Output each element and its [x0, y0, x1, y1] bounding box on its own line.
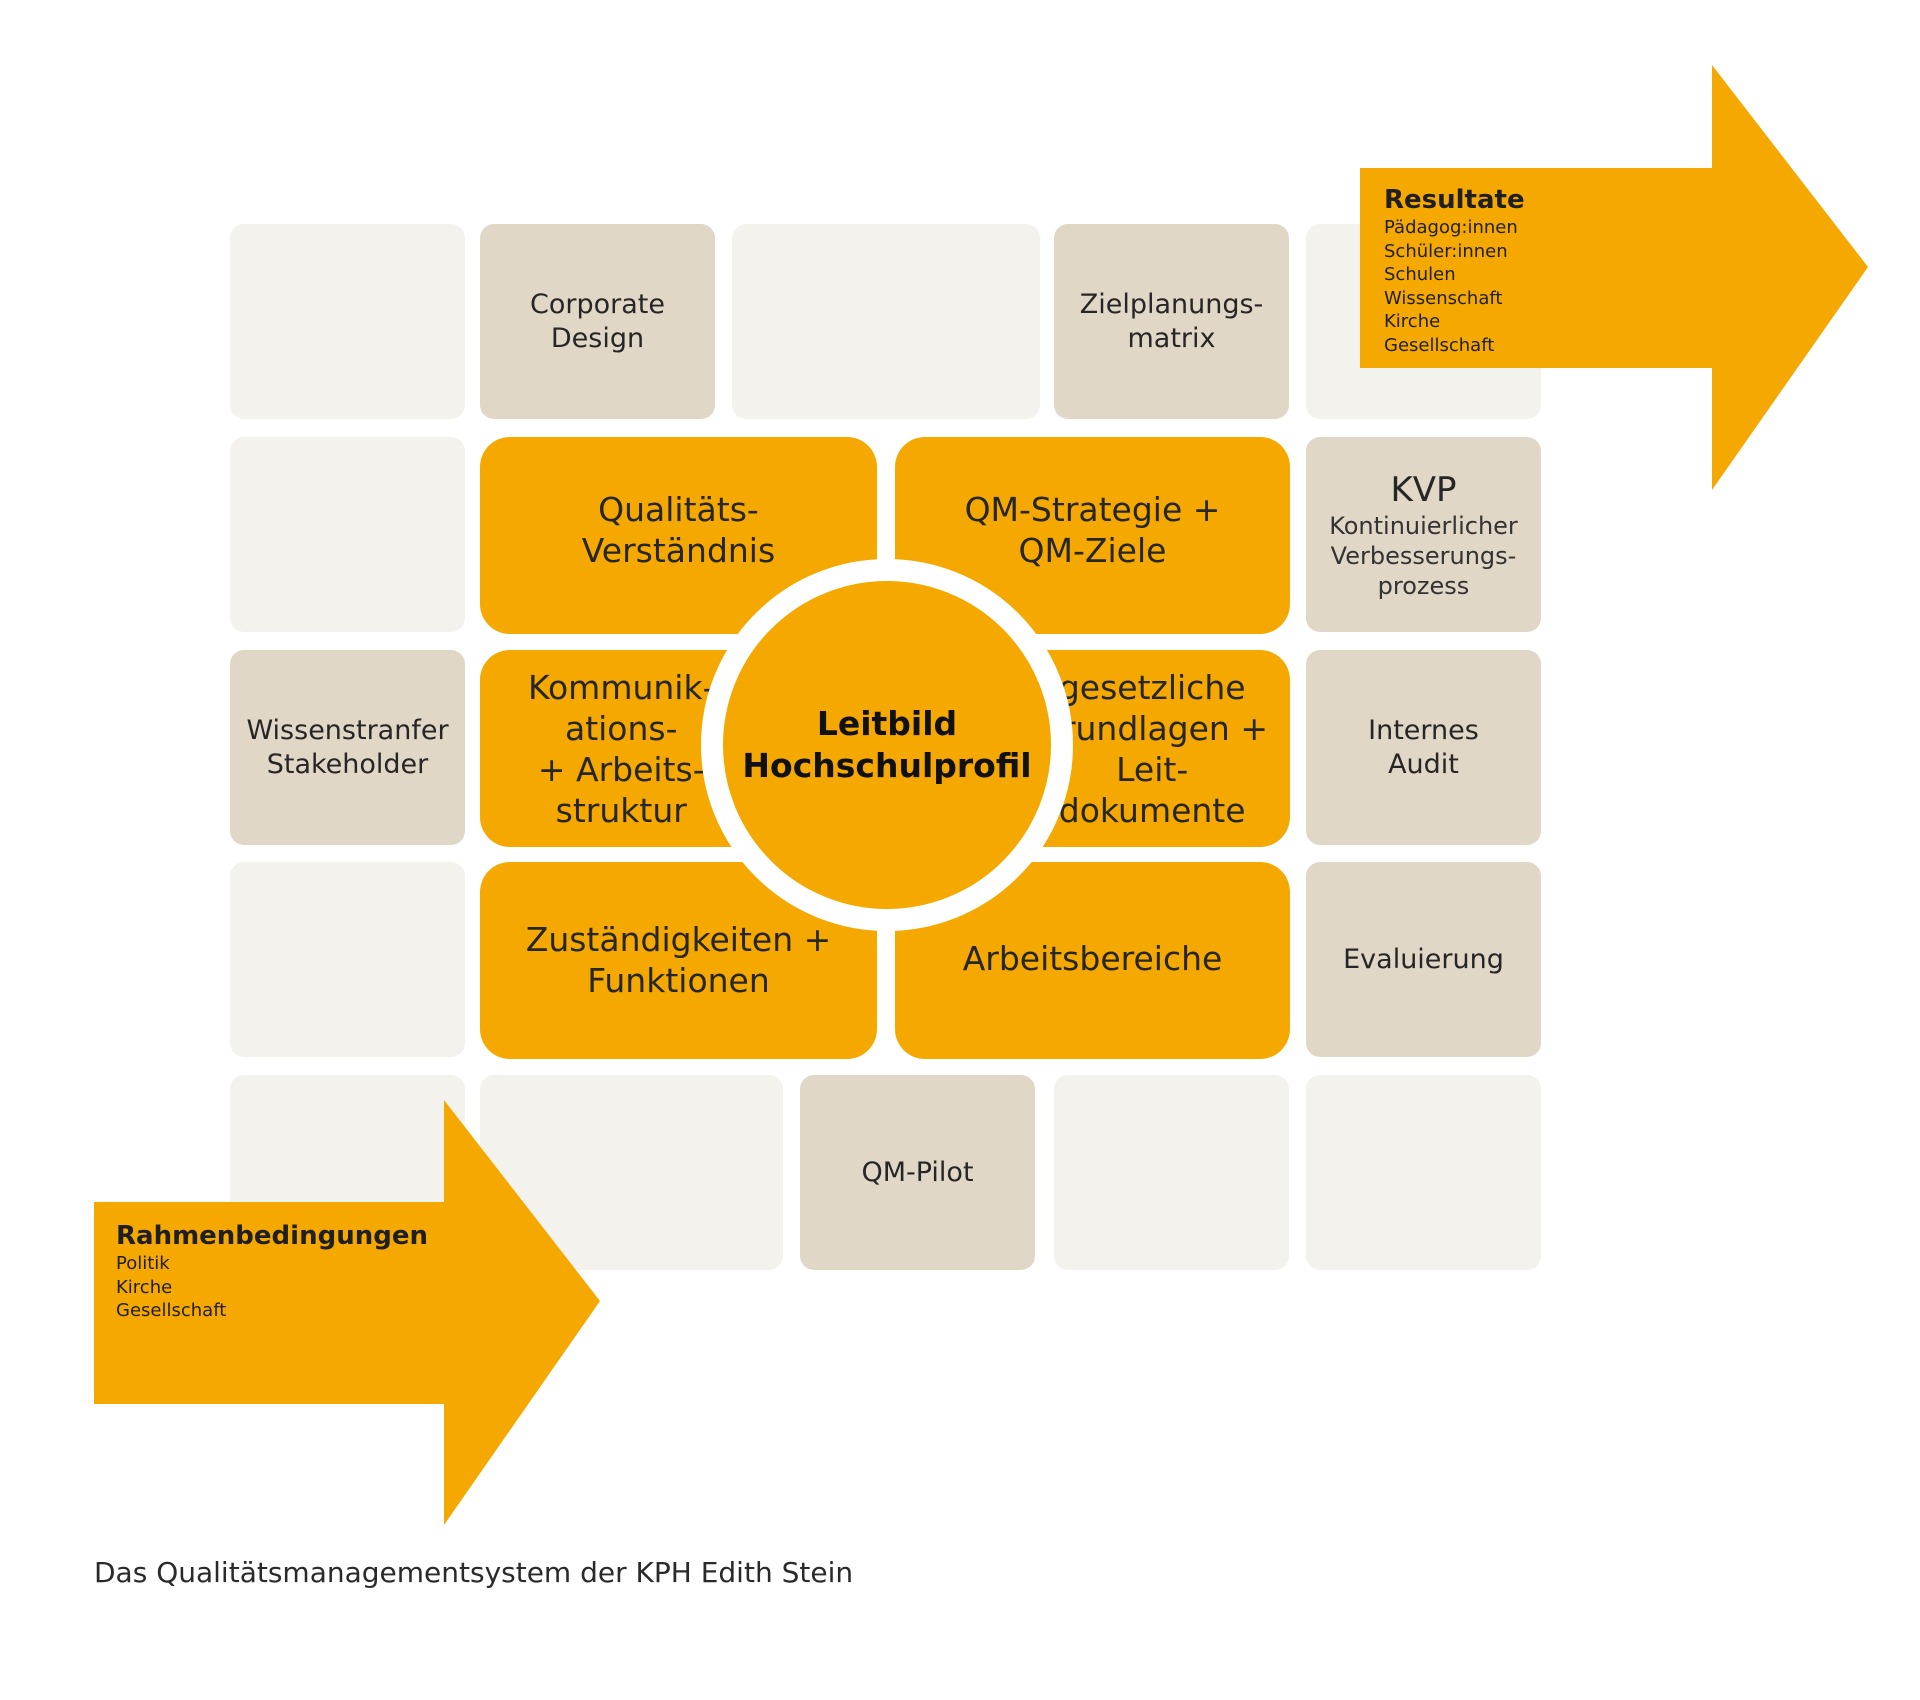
grid-tile-r2c1	[230, 437, 465, 632]
rahmenbedingungen-item: Kirche	[116, 1276, 173, 1298]
tile-wissenstranfer-label: Wissenstranfer Stakeholder	[246, 714, 449, 780]
core-gesetzliche-grundlagen-label: gesetzliche Grundlagen + Leit- dokumente	[1036, 667, 1268, 830]
tile-wissenstranfer: Wissenstranfer Stakeholder	[230, 650, 465, 845]
tile-evaluierung: Evaluierung	[1306, 862, 1541, 1057]
resultate-title: Resultate	[1384, 185, 1525, 215]
tile-qm-pilot: QM-Pilot	[800, 1075, 1035, 1270]
tile-kvp-subtitle: Kontinuierlicher Verbesserungs- prozess	[1329, 511, 1518, 600]
tile-zielplanungsmatrix-label: Zielplanungs- matrix	[1079, 288, 1264, 354]
rahmenbedingungen-title: Rahmenbedingungen	[116, 1221, 428, 1251]
rahmenbedingungen-arrow-icon	[94, 1100, 600, 1525]
tile-corporate-design-label: Corporate Design	[530, 288, 665, 354]
tile-kvp-content: KVP Kontinuierlicher Verbesserungs- proz…	[1329, 469, 1518, 601]
core-zustaendigkeiten-label: Zuständigkeiten + Funktionen	[525, 920, 832, 1000]
tile-qm-pilot-label: QM-Pilot	[861, 1156, 974, 1188]
grid-tile-r4c1	[230, 862, 465, 1057]
grid-tile-r1c3	[732, 224, 1040, 419]
figure-caption: Das Qualitätsmanagementsystem der KPH Ed…	[94, 1556, 854, 1589]
core-leitbild-circle: Leitbild Hochschulprofil	[701, 559, 1073, 931]
resultate-item: Kirche	[1384, 311, 1441, 332]
tile-corporate-design: Corporate Design	[480, 224, 715, 419]
core-qm-strategie-label: QM-Strategie + QM-Ziele	[964, 490, 1221, 570]
tile-internes-audit: Internes Audit	[1306, 650, 1541, 845]
resultate-arrow-text: Resultate Pädagog:innen Schüler:innen Sc…	[1384, 184, 1525, 357]
core-qualitaetsverstaendnis-label: Qualitäts- Verständnis	[581, 490, 776, 570]
resultate-item: Pädagog:innen	[1384, 217, 1518, 238]
tile-zielplanungsmatrix: Zielplanungs- matrix	[1054, 224, 1289, 419]
core-arbeitsbereiche-label: Arbeitsbereiche	[962, 939, 1223, 978]
tile-kvp: KVP Kontinuierlicher Verbesserungs- proz…	[1306, 437, 1541, 632]
grid-tile-r1c1	[230, 224, 465, 419]
tile-internes-audit-label: Internes Audit	[1368, 714, 1479, 780]
tile-evaluierung-label: Evaluierung	[1343, 943, 1504, 975]
resultate-item: Gesellschaft	[1384, 334, 1495, 356]
rahmenbedingungen-item: Gesellschaft	[116, 1300, 227, 1321]
resultate-item: Schulen	[1384, 264, 1456, 285]
resultate-item: Schüler:innen	[1384, 240, 1508, 262]
resultate-item: Wissenschaft	[1384, 287, 1503, 309]
core-kommunikation-label: Kommunik- ations- + Arbeits- struktur	[528, 667, 715, 830]
rahmenbedingungen-arrow-text: Rahmenbedingungen Politik Kirche Gesells…	[116, 1220, 428, 1323]
core-leitbild-label: Leitbild Hochschulprofil	[742, 704, 1032, 785]
grid-tile-r5c4	[1054, 1075, 1289, 1270]
resultate-arrow-icon	[1360, 65, 1868, 490]
rahmenbedingungen-item: Politik	[116, 1253, 170, 1274]
tile-kvp-title: KVP	[1390, 469, 1457, 510]
grid-tile-r5c5	[1306, 1075, 1541, 1270]
